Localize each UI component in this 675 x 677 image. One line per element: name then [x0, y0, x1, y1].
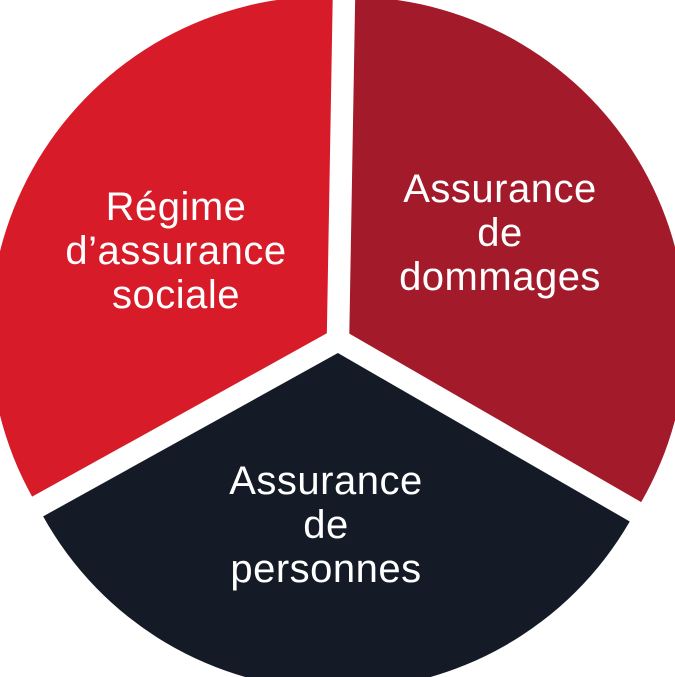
pie-slice-personnes	[43, 353, 630, 677]
pie-label-personnes-line: de	[303, 503, 349, 547]
pie-label-personnes-line: Assurance	[229, 459, 422, 503]
pie-label-personnes-line: personnes	[230, 547, 421, 591]
pie-label-regime-line: Régime	[106, 185, 247, 229]
pie-label-dommages-line: dommages	[399, 255, 601, 299]
pie-slice-dommages	[349, 0, 675, 503]
pie-label-regime-line: d’assurance	[65, 229, 286, 273]
pie-label-dommages-line: de	[477, 211, 523, 255]
pie-label-regime-line: sociale	[112, 273, 240, 317]
pie-label-dommages-line: Assurance	[403, 167, 596, 211]
pie-slice-regime	[0, 0, 333, 497]
